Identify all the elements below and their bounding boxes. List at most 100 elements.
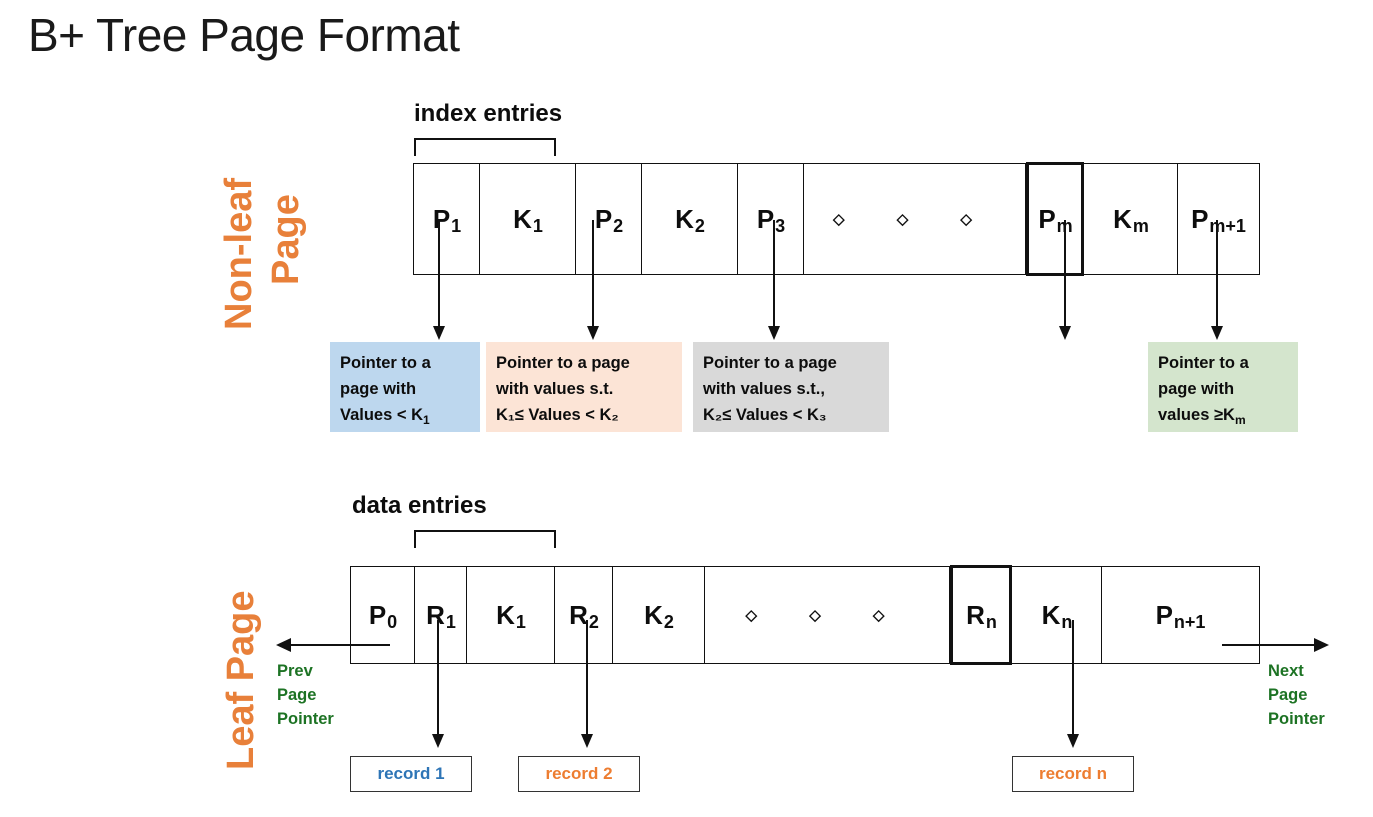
pointer-arrow-p3-line [773, 220, 775, 330]
description-line: Pointer to a page [703, 354, 837, 372]
cell-subscript: 1 [532, 215, 543, 236]
cell-subscript: n [1061, 611, 1073, 632]
pointer-arrow-p3-head [768, 326, 780, 340]
next-page-pointer-line-text: Next [1268, 662, 1304, 680]
next-page-pointer-line-text: Page [1268, 685, 1308, 704]
record-arrow-rn-line [1072, 620, 1074, 738]
cell-subscript: 2 [588, 611, 599, 632]
cell-subscript: m+1 [1209, 215, 1246, 236]
cell-base: P [368, 599, 387, 630]
pointer-arrow-pm-line [1064, 220, 1066, 330]
pointer-arrow-pm1-line [1216, 220, 1218, 330]
record-arrow-r2-head [581, 734, 593, 748]
nonleaf-page-label-line1: Non-leaf [218, 178, 260, 330]
cell-base: K [1041, 599, 1061, 630]
cell-subscript: n+1 [1173, 611, 1206, 632]
leaf-page-label: Leaf Page [220, 590, 262, 770]
index-entries-caption: index entries [414, 100, 563, 127]
page-cell-: ◇ ◇ ◇ [804, 164, 1026, 274]
cell-base: R [569, 599, 588, 630]
cell-base: K [496, 599, 515, 630]
cell-subscript: n [985, 611, 997, 632]
cell-subscript: 0 [387, 611, 398, 632]
prev-page-pointer-line [288, 644, 390, 646]
description-line: Pointer to a [1158, 354, 1249, 372]
page-title: B+ Tree Page Format [28, 9, 460, 61]
cell-base: P [1155, 599, 1173, 630]
description-line: with values s.t. [496, 380, 614, 399]
cell-base: R [966, 599, 985, 630]
cell-subscript: 2 [663, 611, 674, 632]
data-entries-caption: data entries [352, 492, 487, 519]
prev-page-pointer-line-text: Prev [277, 662, 313, 680]
data-entries-bracket [414, 530, 556, 548]
description-line: K₂≤ Values < K₃ [703, 406, 827, 425]
cell-subscript: 1 [515, 611, 526, 632]
cell-subscript: 2 [613, 215, 624, 236]
cell-base: K [644, 599, 663, 630]
record-box: record 1 [350, 756, 472, 792]
page-cell-: ◇ ◇ ◇ [705, 567, 950, 663]
cell-subscript: m [1132, 215, 1149, 236]
pointer-description-box: Pointer to a page with values s.t. K₁≤ Val… [486, 342, 682, 432]
description-line: K₁≤ Values < K₂ [496, 406, 619, 425]
cell-base: R [426, 599, 445, 630]
pointer-arrow-pm-head [1059, 326, 1071, 340]
cell-base: P [432, 203, 451, 234]
cell-subscript: 3 [775, 215, 786, 236]
description-line: page with [1158, 380, 1235, 399]
cell-base: P [1038, 203, 1056, 234]
record-arrow-r1-line [437, 620, 439, 738]
record-box: record n [1012, 756, 1134, 792]
ellipsis-icon: ◇ ◇ ◇ [833, 211, 996, 228]
pointer-arrow-p1-line [438, 220, 440, 330]
prev-page-pointer-line-text: Page [277, 685, 317, 704]
cell-subscript: 2 [694, 215, 705, 236]
description-subscript: 1 [423, 413, 430, 428]
description-line: Pointer to a page [496, 354, 630, 372]
cell-base: P [756, 203, 775, 234]
description-line: with values s.t., [703, 380, 825, 399]
record-arrow-r1-head [432, 734, 444, 748]
record-arrow-r2-line [586, 620, 588, 738]
index-entries-bracket [414, 138, 556, 156]
prev-page-pointer-head [276, 638, 291, 652]
pointer-arrow-p2-head [587, 326, 599, 340]
cell-subscript: 1 [451, 215, 462, 236]
page-cell-pm: Pm [1026, 162, 1084, 276]
ellipsis-icon: ◇ ◇ ◇ [745, 607, 909, 624]
next-page-pointer-line-text: Pointer [1268, 709, 1325, 728]
pointer-arrow-pm1-head [1211, 326, 1223, 340]
prev-page-pointer-line-text: Pointer [277, 709, 334, 728]
nonleaf-page-label-line2: Page [265, 194, 307, 285]
cell-base: P [1191, 203, 1209, 234]
description-line: page with [340, 380, 417, 399]
pointer-arrow-p2-line [592, 220, 594, 330]
description-line: values ≥Km [1158, 406, 1246, 428]
record-box: record 2 [518, 756, 640, 792]
pointer-arrow-p1-head [433, 326, 445, 340]
pointer-description-box: Pointer to a page with values s.t., K₂≤ Va… [693, 342, 889, 432]
cell-subscript: 1 [445, 611, 456, 632]
description-line: Pointer to a [340, 354, 431, 372]
cell-base: K [1113, 203, 1132, 234]
